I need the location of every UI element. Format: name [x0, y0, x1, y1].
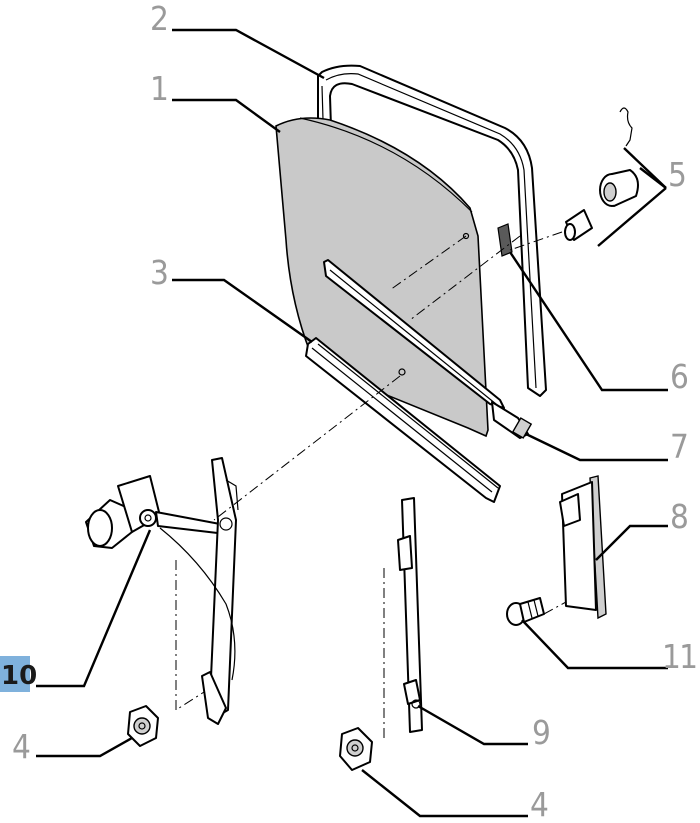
part-4-nut-right — [339, 727, 373, 771]
callout-9[interactable]: 9 — [532, 713, 551, 752]
part-8-trim-cover — [559, 475, 607, 620]
callout-10[interactable]: 10 — [0, 656, 37, 692]
callout-7[interactable]: 7 — [670, 427, 689, 466]
part-9-guide-rail — [397, 497, 423, 733]
part-11-screw — [506, 597, 545, 626]
callout-4-right-label: 4 — [530, 785, 549, 823]
callout-11-label: 11 — [662, 637, 698, 676]
part-7-rail-end — [491, 401, 533, 439]
callout-1[interactable]: 1 — [150, 69, 169, 108]
part-5-bolt-bushing — [564, 107, 639, 241]
part-4-nut-left — [127, 705, 159, 747]
callout-5[interactable]: 5 — [668, 155, 687, 194]
callout-5-label: 5 — [668, 155, 687, 194]
callout-4-left[interactable]: 4 — [12, 727, 31, 766]
callout-2-label: 2 — [150, 0, 169, 38]
callout-8-label: 8 — [670, 497, 689, 536]
part-1-window-glass — [275, 117, 489, 438]
callout-3[interactable]: 3 — [150, 253, 169, 292]
assembly-centerlines — [175, 231, 567, 740]
glass-lifting-rail — [323, 259, 505, 409]
part-10-window-regulator-motor — [85, 457, 239, 725]
callout-6[interactable]: 6 — [670, 357, 689, 396]
leader-lines — [36, 28, 668, 818]
callout-8[interactable]: 8 — [670, 497, 689, 536]
callout-2[interactable]: 2 — [150, 0, 169, 38]
callout-4-right[interactable]: 4 — [530, 785, 549, 823]
callout-3-label: 3 — [150, 253, 169, 292]
callout-4-left-label: 4 — [12, 727, 31, 766]
part-6-glass-clip — [497, 223, 513, 257]
callout-10-highlight — [0, 656, 30, 692]
callout-10-label: 10 — [1, 661, 37, 691]
callout-9-label: 9 — [532, 713, 551, 752]
callout-11[interactable]: 11 — [662, 637, 698, 676]
callout-7-label: 7 — [670, 427, 689, 466]
callout-1-label: 1 — [150, 69, 169, 108]
part-3-lower-channel — [305, 337, 501, 503]
callout-6-label: 6 — [670, 357, 689, 396]
